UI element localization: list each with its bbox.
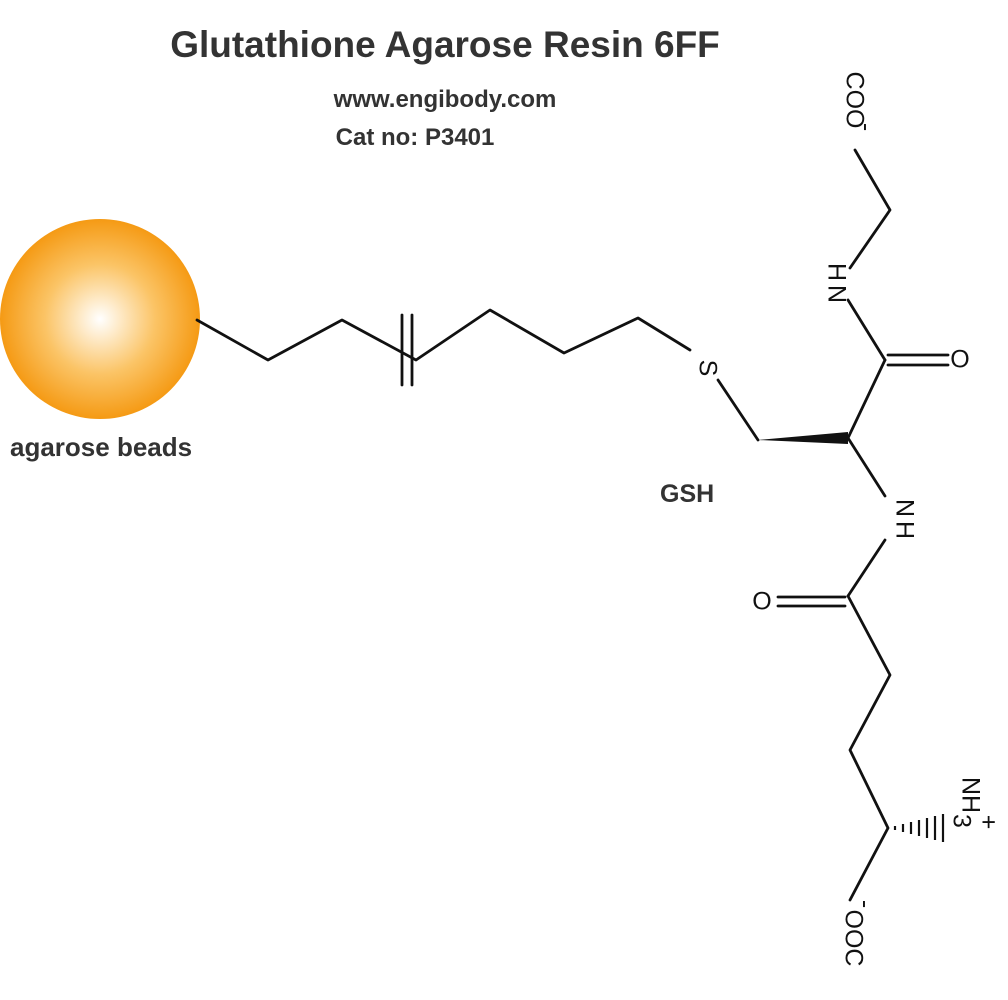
ammonium-charge: + xyxy=(974,815,1002,830)
ammonium-group: NH 3 + xyxy=(947,777,1002,829)
agarose-bead xyxy=(0,219,200,419)
gsh-label: GSH xyxy=(660,480,715,508)
amide-n-bond xyxy=(846,298,887,362)
website-url: www.engibody.com xyxy=(333,86,557,113)
cys-n-bond xyxy=(846,436,887,498)
glu-chain-bond xyxy=(846,594,892,902)
carboxylate-top-charge: - xyxy=(852,123,880,131)
carboxylate-bottom-charge: - xyxy=(851,900,879,908)
cys-carbonyl-bond xyxy=(846,358,887,440)
amide-nh-bottom: N H xyxy=(890,499,918,539)
ammonium-subscript: 3 xyxy=(947,814,975,828)
gly-bond xyxy=(848,148,892,270)
oxygen-atom: O xyxy=(752,588,771,616)
oxygen-atom: O xyxy=(950,346,969,374)
catalog-number: Cat no: P3401 xyxy=(335,124,495,151)
page-title: Glutathione Agarose Resin 6FF xyxy=(170,24,720,65)
wedge-bond xyxy=(758,432,848,444)
glu-amide-bond xyxy=(846,538,887,598)
carboxylate-top: COO - xyxy=(840,72,880,132)
carboxylate-top-text: COO xyxy=(840,72,868,129)
nitrogen-atom: N xyxy=(822,285,850,303)
ammonium-text: NH xyxy=(956,777,984,813)
carboxylate-bottom-text: OOC xyxy=(839,910,867,967)
hashed-bond xyxy=(893,814,945,842)
hydrogen-atom: H xyxy=(822,263,850,281)
hydrogen-atom: H xyxy=(890,521,918,539)
ch2-s-bond xyxy=(716,378,760,442)
sulfur-atom: S xyxy=(693,360,721,377)
amide-nh-top: N H xyxy=(822,263,850,303)
spacer-arm-bond xyxy=(195,308,692,362)
carboxylate-bottom: - OOC xyxy=(839,900,879,967)
nitrogen-atom: N xyxy=(890,499,918,517)
agarose-beads-label: agarose beads xyxy=(10,432,193,462)
